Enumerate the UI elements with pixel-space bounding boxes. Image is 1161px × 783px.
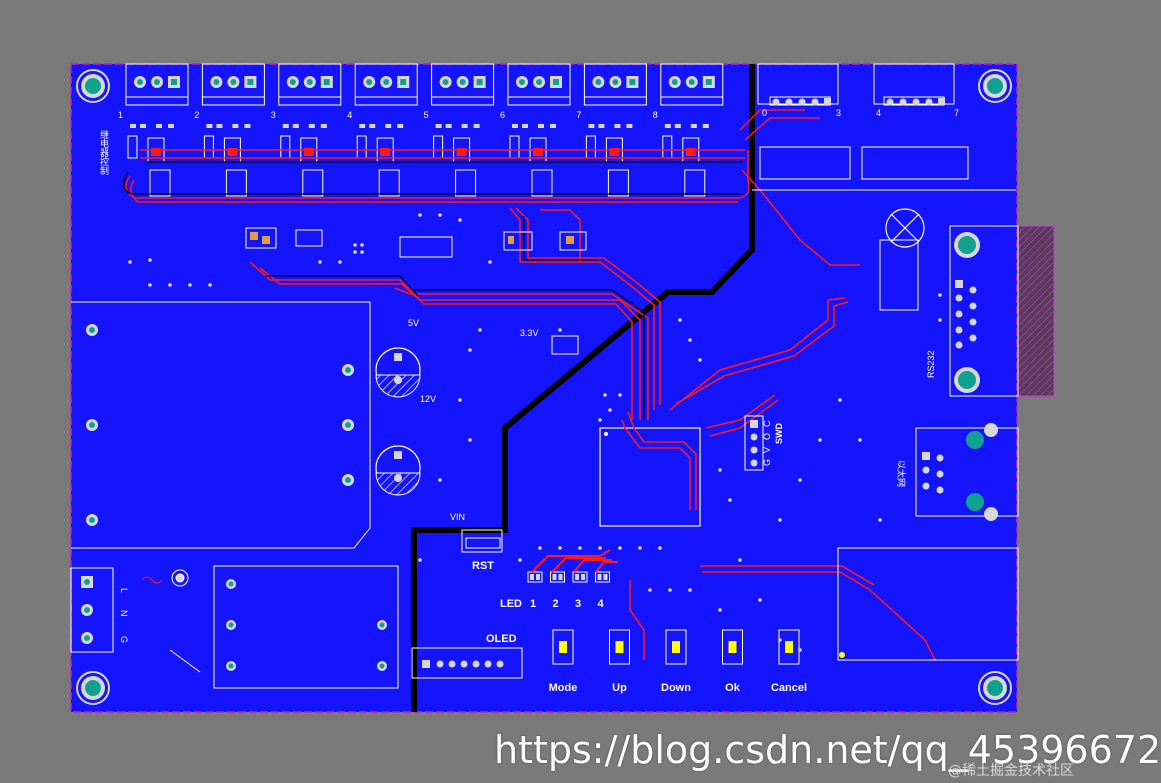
swd-pin-c: C [762, 420, 772, 427]
small-parts [245, 227, 1019, 679]
mcu-bus-black [265, 216, 645, 420]
led-label: LED [500, 598, 522, 610]
relay-terminal-row [125, 63, 724, 106]
relay-driver-2 [203, 124, 251, 197]
led-traces [531, 549, 618, 573]
relay-number-2: 2 [194, 110, 199, 120]
ethernet-connector [915, 423, 1019, 521]
relay-terminal-4 [354, 63, 418, 106]
mounting-holes [76, 69, 1012, 705]
button-row: Mode Up Down Ok Cancel [549, 629, 807, 694]
rst-button[interactable] [465, 537, 501, 549]
button-label-down: Down [661, 682, 691, 694]
orange-parts [250, 232, 574, 244]
relay-terminal-7 [583, 63, 647, 106]
led-number-2: 2 [553, 598, 559, 610]
swd-pin-labels: GV OC [762, 420, 772, 466]
relay-driver-4 [356, 124, 404, 197]
relay-bus-traces [125, 109, 860, 266]
relay-terminal-8 [660, 63, 724, 106]
button-label-mode: Mode [549, 682, 578, 694]
power-label-n: N [119, 610, 129, 617]
label-vin: VIN [450, 512, 465, 522]
relay-number-labels: 1 2 3 4 5 6 7 8 [118, 110, 658, 120]
header-right [873, 63, 955, 106]
button-down[interactable]: Down [661, 629, 691, 694]
relay-terminal-2 [201, 63, 265, 106]
relay-number-8: 8 [653, 110, 658, 120]
rs232-connector [949, 225, 1019, 397]
button-label-up: Up [612, 682, 627, 694]
ic-u2 [861, 146, 969, 180]
button-mode[interactable]: Mode [549, 629, 578, 694]
rs232-label: RS232 [926, 350, 936, 378]
relay-number-4: 4 [347, 110, 352, 120]
led-2 [550, 571, 565, 583]
power-label-g: G [119, 636, 129, 643]
copper-pour [71, 64, 1017, 712]
power-label-l: L [119, 588, 129, 593]
relay-number-3: 3 [271, 110, 276, 120]
watermark-sub: @稀土掘金技术社区 [948, 763, 1074, 779]
pcb-layout: 1 2 3 4 5 6 7 8 0 3 4 7 [70, 63, 1055, 713]
label-3v3: 3.3V [520, 328, 539, 338]
relay-number-5: 5 [424, 110, 429, 120]
button-label-cancel: Cancel [771, 682, 807, 694]
relay-bus-black [123, 161, 742, 195]
led-number-3: 3 [575, 598, 581, 610]
header-right-label-start: 4 [876, 108, 881, 118]
label-12v: 12V [420, 394, 436, 404]
header-right-label-end: 7 [954, 108, 959, 118]
capacitor-c1 [375, 347, 421, 398]
led-4 [595, 571, 610, 583]
relay-number-6: 6 [500, 110, 505, 120]
swd-pin-v: V [762, 447, 772, 453]
led-3 [572, 571, 588, 583]
swd-pin-o: O [762, 433, 772, 440]
mcu-chip [599, 427, 701, 527]
relay-terminal-6 [507, 63, 571, 106]
ic-u1 [759, 146, 851, 180]
relay-number-7: 7 [576, 110, 581, 120]
led-row [527, 571, 610, 583]
button-label-ok: Ok [725, 682, 741, 694]
ethernet-label: 以太网 [896, 460, 907, 487]
power-module-pads [86, 324, 354, 526]
header-left-label-start: 0 [762, 108, 767, 118]
vias [128, 213, 942, 652]
button-up[interactable]: Up [609, 629, 630, 694]
tall-component [879, 239, 919, 311]
acdc-module [213, 565, 399, 689]
mcu-bus-traces [249, 207, 936, 661]
relay-terminal-3 [278, 63, 342, 106]
relay-driver-6 [509, 124, 556, 197]
led-1 [527, 571, 543, 583]
button-cancel[interactable]: Cancel [771, 629, 807, 694]
fuse-symbol [141, 569, 201, 673]
db9-overhang [1015, 225, 1055, 397]
relay-control-label: 继电器控制 [99, 129, 109, 175]
relay-number-1: 1 [118, 110, 123, 120]
power-module-outline [71, 301, 371, 549]
ground-split-line [411, 64, 755, 712]
led-number-1: 1 [530, 598, 536, 610]
swd-header [744, 415, 764, 471]
led-number-4: 4 [598, 598, 605, 610]
oled-header-pins [422, 660, 504, 668]
button-ok[interactable]: Ok [722, 629, 743, 694]
rst-label: RST [472, 560, 494, 572]
swd-pin-g: G [762, 459, 772, 466]
led-number-labels: 1 2 3 4 [530, 598, 605, 610]
header-left [757, 63, 839, 106]
relay-terminal-5 [431, 63, 495, 106]
relay-terminal-1 [125, 63, 189, 106]
crossed-circle-component [885, 208, 925, 248]
header-left-label-end: 3 [836, 108, 841, 118]
oled-label: OLED [486, 633, 517, 645]
swd-label: SWD [774, 423, 784, 444]
watermark-url: https://blog.csdn.net/qq_45396672 [494, 728, 1161, 772]
capacitor-c2 [375, 445, 421, 496]
label-5v: 5V [408, 318, 419, 328]
power-input-terminal [70, 567, 114, 653]
